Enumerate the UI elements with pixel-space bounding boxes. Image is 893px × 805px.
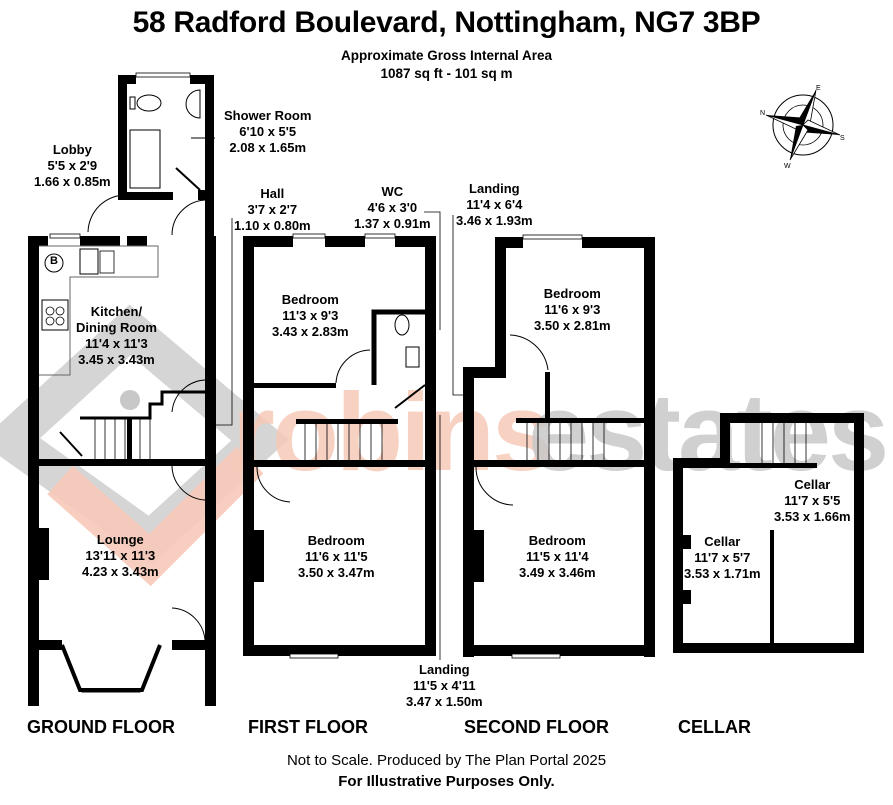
room-size-imperial: 5'5 x 2'9 <box>47 158 98 173</box>
room-size-imperial: 11'5 x 4'11 <box>413 678 476 693</box>
room-name: Bedroom <box>307 533 365 548</box>
room-label-cellar-right: Cellar 11'7 x 5'5 3.53 x 1.66m <box>774 477 851 525</box>
second-floor-plan <box>452 215 655 659</box>
watermark-text-robins: robins <box>232 371 550 494</box>
room-size-imperial: 11'3 x 9'3 <box>282 308 339 323</box>
room-label-first-bedroom-front: Bedroom 11'6 x 11'5 3.50 x 3.47m <box>298 533 375 581</box>
room-name: Cellar <box>704 534 741 549</box>
watermark: robins estates <box>0 304 889 587</box>
room-size-imperial: 3'7 x 2'7 <box>247 202 298 217</box>
floor-label-first: FIRST FLOOR <box>248 717 368 737</box>
room-label-hall: Hall 3'7 x 2'7 1.10 x 0.80m <box>234 186 311 234</box>
room-name: WC <box>381 184 404 199</box>
room-size-imperial: 11'7 x 5'7 <box>694 550 751 565</box>
room-size-imperial: 11'7 x 5'5 <box>784 493 841 508</box>
room-size-metric: 3.47 x 1.50m <box>406 694 483 709</box>
room-name: Bedroom <box>543 286 601 301</box>
compass-south-label: S <box>840 135 845 142</box>
room-name: Lobby <box>52 142 92 157</box>
room-size-metric: 1.66 x 0.85m <box>34 174 111 189</box>
room-label-lobby: Lobby 5'5 x 2'9 1.66 x 0.85m <box>34 142 111 190</box>
room-name: Landing <box>419 662 470 677</box>
room-size-imperial: 11'6 x 9'3 <box>544 302 601 317</box>
floor-label-ground: GROUND FLOOR <box>27 717 175 737</box>
room-size-metric: 3.53 x 1.71m <box>684 566 761 581</box>
room-label-wc: WC 4'6 x 3'0 1.37 x 0.91m <box>354 184 431 232</box>
room-size-imperial: 6'10 x 5'5 <box>239 124 297 139</box>
cellar-plan <box>673 413 864 653</box>
room-name: Shower Room <box>224 108 312 123</box>
room-name-line1: Kitchen/ <box>90 304 143 319</box>
page-title: 58 Radford Boulevard, Nottingham, NG7 3B… <box>132 6 761 39</box>
room-size-metric: 3.53 x 1.66m <box>774 509 851 524</box>
room-size-imperial: 4'6 x 3'0 <box>367 200 418 215</box>
room-size-imperial: 11'4 x 6'4 <box>466 197 523 212</box>
compass-east-label: E <box>816 85 821 92</box>
watermark-text-estates: estates <box>528 371 886 494</box>
room-name: Bedroom <box>281 292 339 307</box>
boiler-label: B <box>50 255 58 267</box>
room-size-metric: 3.50 x 3.47m <box>298 565 375 580</box>
room-size-metric: 4.23 x 3.43m <box>82 564 159 579</box>
compass-north-label: N <box>760 110 765 117</box>
room-name: Lounge <box>96 532 144 547</box>
room-label-second-bedroom-rear: Bedroom 11'6 x 9'3 3.50 x 2.81m <box>534 286 611 334</box>
room-size-metric: 1.10 x 0.80m <box>234 218 311 233</box>
room-name: Landing <box>469 181 520 196</box>
compass-west-label: W <box>784 163 791 170</box>
room-label-first-landing: Landing 11'5 x 4'11 3.47 x 1.50m <box>406 662 483 710</box>
footer-note: For Illustrative Purposes Only. <box>338 773 555 790</box>
compass-rose-icon: N E S W <box>760 85 845 170</box>
room-size-metric: 3.46 x 1.93m <box>456 213 533 228</box>
room-size-metric: 3.45 x 3.43m <box>78 352 155 367</box>
first-floor-plan <box>243 211 441 660</box>
area-value: 1087 sq ft - 101 sq m <box>380 66 513 81</box>
room-size-metric: 3.49 x 3.46m <box>519 565 596 580</box>
footer-disclaimer: Not to Scale. Produced by The Plan Porta… <box>286 752 607 769</box>
room-size-metric: 1.37 x 0.91m <box>354 216 431 231</box>
room-name: Bedroom <box>528 533 586 548</box>
house-logo-icon <box>0 304 289 587</box>
room-label-shower-room: Shower Room 6'10 x 5'5 2.08 x 1.65m <box>224 108 311 156</box>
ground-floor-plan <box>28 72 233 706</box>
area-label: Approximate Gross Internal Area <box>340 48 553 63</box>
room-name-line2: Dining Room <box>76 320 157 335</box>
room-size-imperial: 11'5 x 11'4 <box>526 549 589 564</box>
room-size-imperial: 11'6 x 11'5 <box>305 549 368 564</box>
floor-label-second: SECOND FLOOR <box>464 717 610 737</box>
room-name: Cellar <box>794 477 831 492</box>
room-size-metric: 3.43 x 2.83m <box>272 324 349 339</box>
room-label-first-bedroom-rear: Bedroom 11'3 x 9'3 3.43 x 2.83m <box>272 292 349 340</box>
room-label-second-bedroom-front: Bedroom 11'5 x 11'4 3.49 x 3.46m <box>519 533 596 581</box>
room-size-metric: 2.08 x 1.65m <box>229 140 307 155</box>
room-label-lounge: Lounge 13'11 x 11'3 4.23 x 3.43m <box>82 532 159 580</box>
room-label-cellar-left: Cellar 11'7 x 5'7 3.53 x 1.71m <box>684 534 761 582</box>
room-size-metric: 3.50 x 2.81m <box>534 318 611 333</box>
room-label-second-landing: Landing 11'4 x 6'4 3.46 x 1.93m <box>456 181 533 229</box>
room-size-imperial: 11'4 x 11'3 <box>85 336 148 351</box>
room-name: Hall <box>260 186 285 201</box>
room-label-kitchen: Kitchen/ Dining Room 11'4 x 11'3 3.45 x … <box>76 304 157 368</box>
room-size-imperial: 13'11 x 11'3 <box>85 548 156 563</box>
floor-label-cellar: CELLAR <box>678 717 751 737</box>
